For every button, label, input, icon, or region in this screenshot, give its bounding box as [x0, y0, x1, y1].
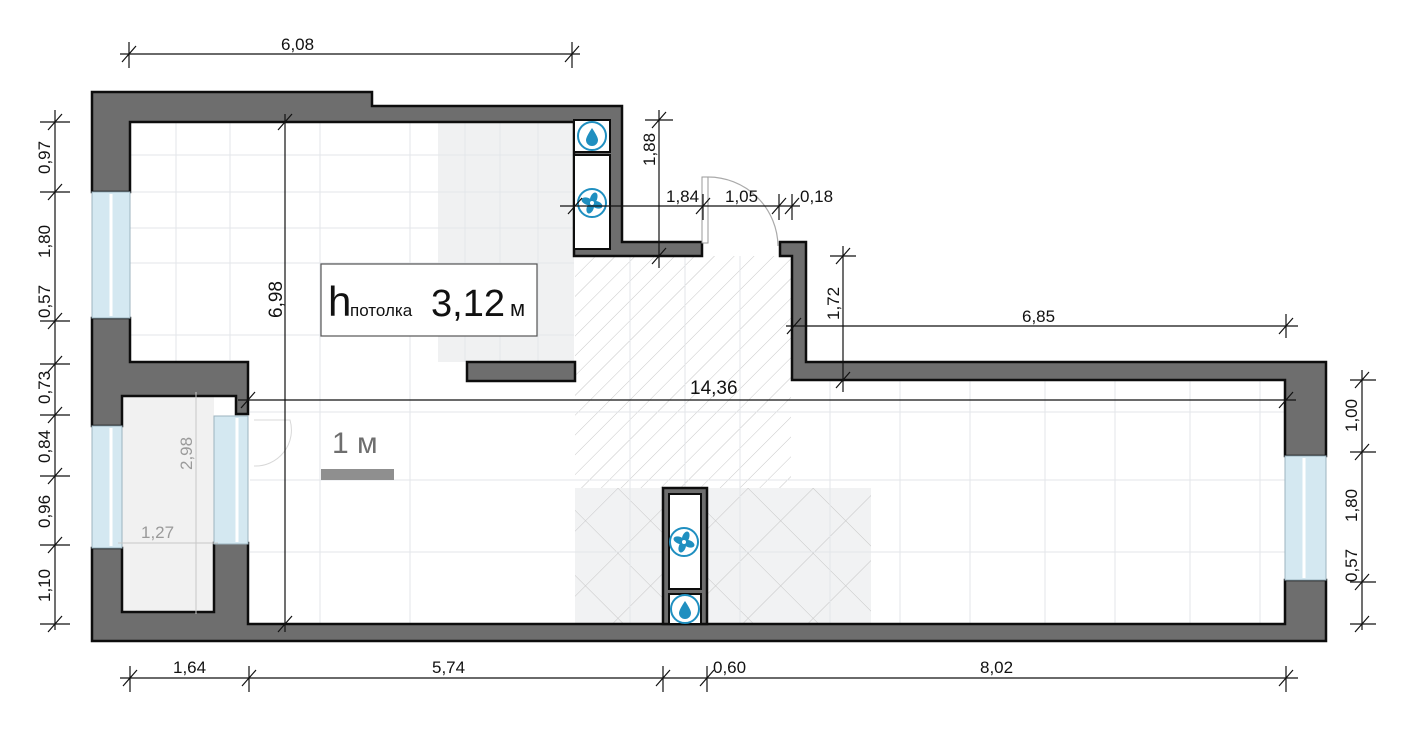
- water-drop-icon: [577, 121, 607, 151]
- dim-bottom-1: 5,74: [432, 658, 465, 677]
- dim-balcony-width: 1,27: [141, 523, 174, 542]
- dim-bottom-3: 8,02: [980, 658, 1013, 677]
- dim-top-total: 6,08: [281, 35, 314, 54]
- dim-left-5: 0,96: [35, 495, 54, 528]
- ceiling-height-label: h потолка 3,12 м: [320, 263, 538, 337]
- ceiling-subscript: потолка: [350, 301, 413, 320]
- dim-corridor-depth: 1,72: [824, 287, 843, 320]
- dim-left-0: 0,97: [35, 141, 54, 174]
- dim-right-1: 1,80: [1342, 489, 1361, 522]
- dim-bottom-2: 0,60: [713, 658, 746, 677]
- window-balcony-inner: [213, 415, 249, 545]
- scale-bar: 1 м: [321, 427, 394, 480]
- dim-right-wing: 6,85: [1022, 307, 1055, 326]
- dimension-lines: 6,08 0,97 1,80 0,57 0,73 0,84 0,96 1,10 …: [35, 35, 1376, 692]
- hallway-hatch-zone: [575, 256, 791, 488]
- dim-right-2: 0,57: [1342, 549, 1361, 582]
- ceiling-h: h: [328, 278, 351, 325]
- dim-entry-left: 1,84: [666, 187, 699, 206]
- dim-right-0: 1,00: [1342, 399, 1361, 432]
- dim-bottom-0: 1,64: [173, 658, 206, 677]
- ventilation-fan-icon: [669, 527, 699, 557]
- window-balcony-outer: [91, 425, 123, 549]
- walls: [90, 90, 1328, 643]
- floor-grid: [130, 122, 1285, 624]
- dim-door-width: 1,05: [725, 187, 758, 206]
- dim-main-height: 6,98: [266, 281, 287, 318]
- bathroom-tile-zone: [575, 488, 871, 624]
- windows: [91, 191, 1327, 581]
- balcony-floor: [122, 396, 214, 612]
- scale-bar-label: 1 м: [332, 427, 378, 460]
- dim-left-4: 0,84: [35, 430, 54, 463]
- ventilation-fan-icon: [577, 188, 607, 218]
- dim-left-6: 1,10: [35, 569, 54, 602]
- dim-kitchen-niche: 1,88: [640, 133, 659, 166]
- dim-left-3: 0,73: [35, 371, 54, 404]
- floor-zones: [122, 122, 871, 624]
- dim-total-length: 14,36: [690, 378, 738, 399]
- dim-balcony-length: 2,98: [177, 437, 196, 470]
- dim-door-jamb: 0,18: [800, 187, 833, 206]
- dim-left-1: 1,80: [35, 225, 54, 258]
- balcony-dimensions: 2,98 1,27: [118, 392, 218, 614]
- ceiling-unit: м: [510, 296, 525, 321]
- water-drop-icon: [670, 594, 700, 624]
- dim-left-2: 0,57: [35, 285, 54, 318]
- ceiling-value: 3,12: [431, 283, 505, 325]
